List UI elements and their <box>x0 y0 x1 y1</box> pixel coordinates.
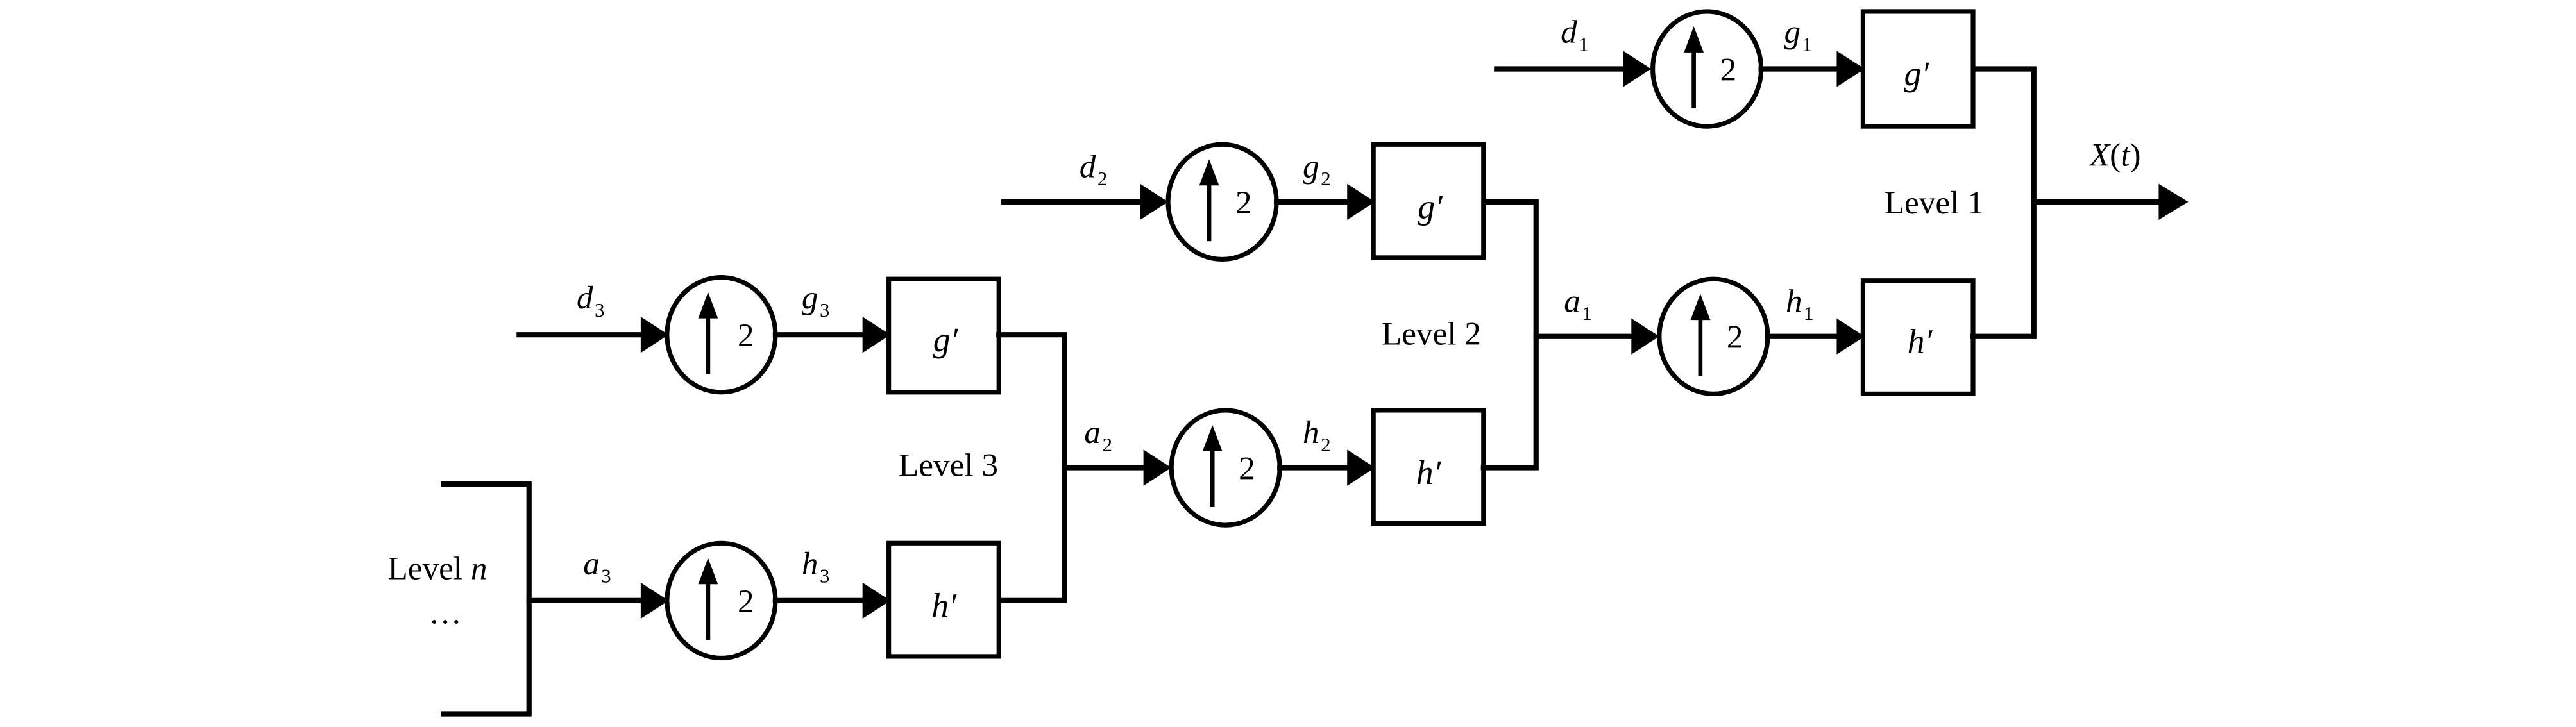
filter-h-prime-level3 <box>886 540 1001 659</box>
level-n-label: Level n <box>387 551 487 587</box>
upsample-factor: 2 <box>1235 185 1252 221</box>
arrowhead-icon <box>862 317 891 353</box>
filter-label-h-prime: h′ <box>1908 322 1933 360</box>
arrowhead-icon <box>1631 318 1659 355</box>
upsample-factor: 2 <box>1727 319 1743 356</box>
branch-d3 <box>516 275 1067 603</box>
upsampler-a2 <box>1169 408 1282 528</box>
filter-label-g-prime: g′ <box>933 321 959 359</box>
upsample-factor: 2 <box>1720 51 1737 88</box>
level-1-label: Level 1 <box>1885 185 1984 221</box>
arrowhead-icon <box>1143 449 1172 486</box>
filter-g-prime-level1 <box>1860 9 1976 129</box>
branch-a2 <box>1062 199 1539 528</box>
arrowhead-icon <box>1347 183 1375 221</box>
up-arrow-icon <box>1690 294 1711 321</box>
upsample-factor: 2 <box>738 317 754 354</box>
filter-label-g-prime: g′ <box>1904 54 1929 93</box>
upsampler-d2 <box>1165 142 1279 262</box>
arrowhead-icon <box>1347 449 1375 486</box>
upsampler-d3 <box>665 275 778 395</box>
arrowhead-icon <box>1623 51 1652 87</box>
filter-label-h-prime: h′ <box>931 587 957 625</box>
arrowhead-icon <box>640 317 669 353</box>
upsampler-d1 <box>1650 9 1764 129</box>
arrowhead-icon <box>1836 51 1865 87</box>
output-arrow <box>2031 183 2189 221</box>
level-n-ellipsis: … <box>428 595 461 631</box>
arrowhead-icon <box>2158 183 2189 221</box>
up-arrow-icon <box>1684 26 1704 53</box>
upsample-factor: 2 <box>738 583 754 620</box>
upsampler-a1 <box>1657 276 1770 396</box>
level-2-label: Level 2 <box>1382 316 1481 353</box>
filter-g-prime-level2 <box>1371 142 1486 260</box>
branch-d2 <box>1001 142 1486 262</box>
branch-d1 <box>1494 9 1976 129</box>
output-label-x-t: X(t) <box>2089 137 2141 174</box>
filter-label-g-prime: g′ <box>1418 187 1443 226</box>
up-arrow-icon <box>1202 424 1223 451</box>
arrowhead-icon <box>1836 318 1865 355</box>
upsampler-a3 <box>665 540 778 661</box>
arrowhead-icon <box>640 582 669 619</box>
filter-label-h-prime: h′ <box>1416 453 1442 492</box>
up-arrow-icon <box>1199 159 1219 186</box>
arrowhead-icon <box>1140 183 1169 221</box>
up-arrow-icon <box>698 558 718 585</box>
branch-a3 <box>526 540 1001 661</box>
arrowhead-icon <box>862 582 891 619</box>
upsample-factor: 2 <box>1239 450 1255 487</box>
up-arrow-icon <box>698 292 718 319</box>
level-3-label: Level 3 <box>899 447 998 483</box>
